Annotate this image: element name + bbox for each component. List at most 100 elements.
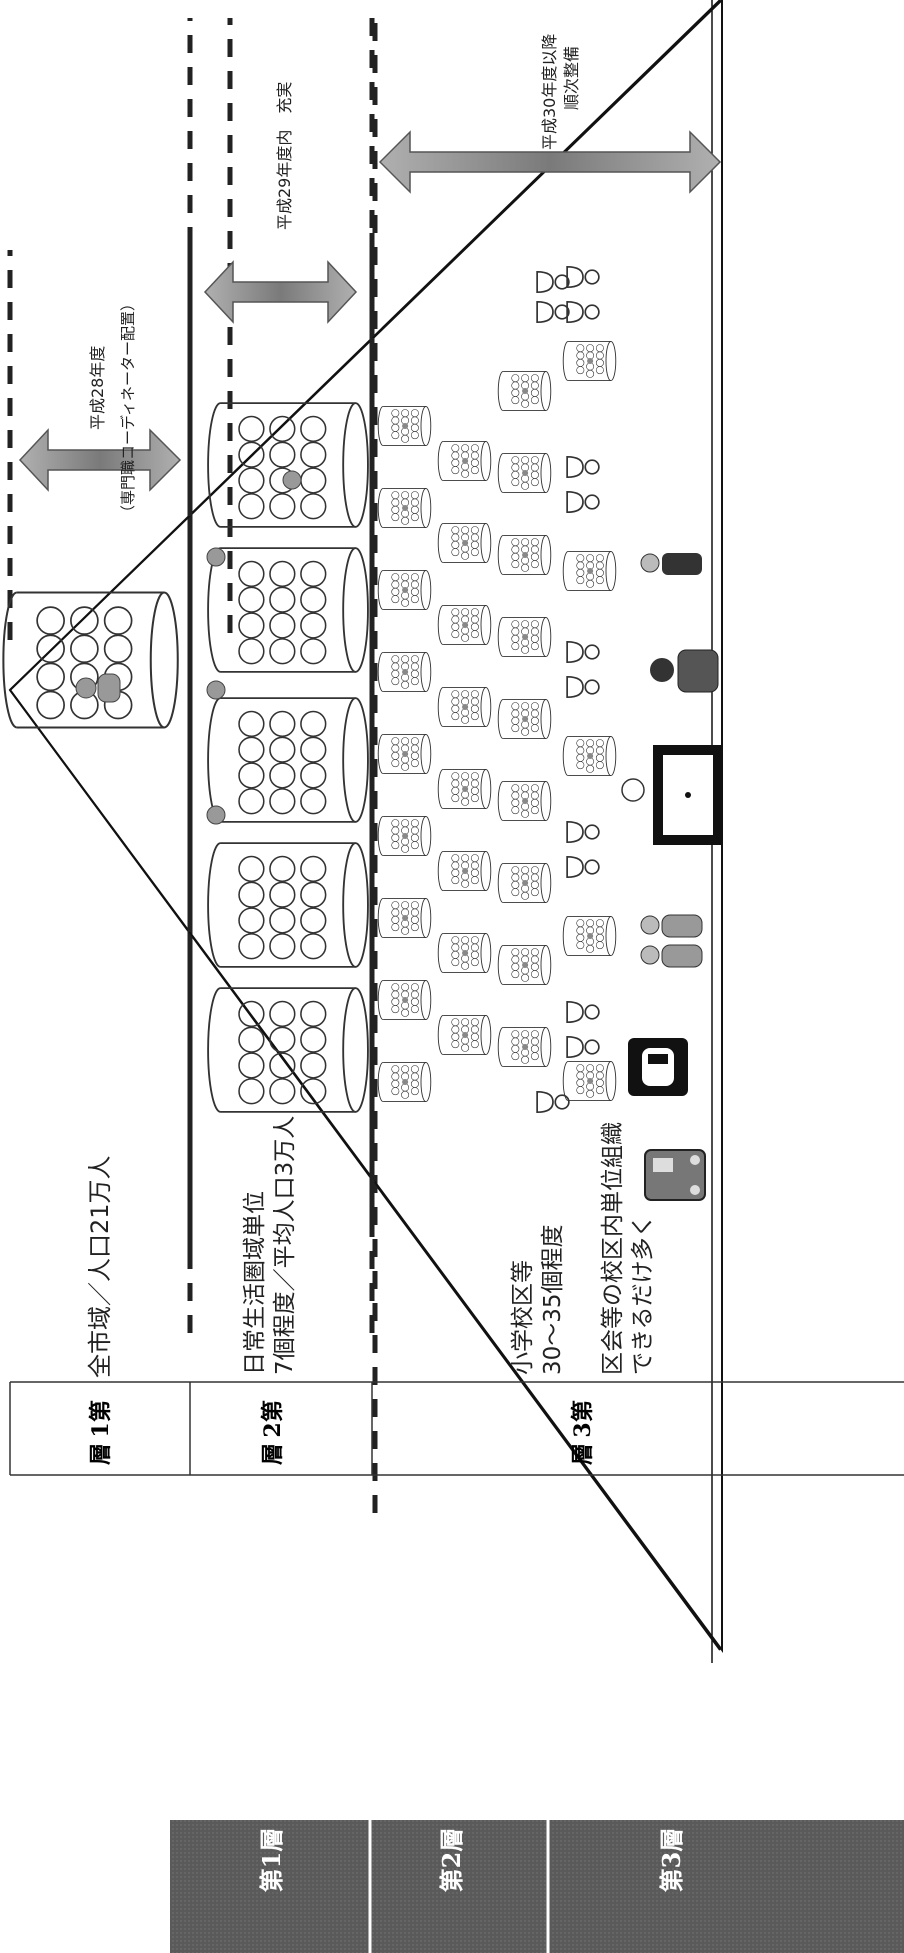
svg-text:30～35個程度: 30～35個程度 xyxy=(540,1224,566,1375)
children-icon xyxy=(641,915,702,967)
tier1-period-note: （専門職コーディネーター配置） xyxy=(119,296,137,520)
tier2-group xyxy=(208,988,368,1112)
tier3-group xyxy=(438,851,491,890)
pyramid xyxy=(10,0,722,1650)
tier3-group xyxy=(498,945,551,984)
svg-text:第: 第 xyxy=(570,1400,596,1422)
tier3-description-4: できるだけ多く xyxy=(630,1214,656,1375)
tier3-group xyxy=(378,488,431,527)
svg-text:平成29年度内 充実: 平成29年度内 充実 xyxy=(275,82,294,230)
tier2-description-1: 日常生活圏域単位 xyxy=(242,1191,268,1375)
pyramid-outline xyxy=(15,688,896,1683)
tier3-group xyxy=(378,898,431,937)
table-label-tier3-kanji: 層 xyxy=(570,1443,596,1465)
table-label-tier2-kanji: 層 xyxy=(260,1443,286,1465)
tier3-group xyxy=(498,535,551,574)
tier2-coordinators xyxy=(207,471,301,824)
person-icon xyxy=(567,492,599,512)
tier3-group xyxy=(378,1062,431,1101)
tier3-group xyxy=(438,769,491,808)
tier3-group xyxy=(563,916,616,955)
tier3-group xyxy=(438,523,491,562)
tier3-group xyxy=(378,570,431,609)
dark-bar-label-tier3: 第3層 xyxy=(657,1828,686,1893)
tier3-group xyxy=(378,652,431,691)
person-icon xyxy=(567,267,599,287)
person-icon xyxy=(567,677,599,697)
tier3-group xyxy=(438,933,491,972)
tier3-people xyxy=(537,267,599,1112)
person-icon xyxy=(537,272,569,292)
tier3-group xyxy=(438,441,491,480)
svg-text:層: 層 xyxy=(88,1443,114,1465)
dark-bar-label-tier2: 第2層 xyxy=(437,1828,466,1893)
pyramid-triangle xyxy=(10,0,720,1650)
person-icon xyxy=(537,302,569,322)
person-icon xyxy=(567,457,599,477)
tier3-period-text-2: 順次整備 xyxy=(562,46,581,110)
svg-text:平成30年度以降: 平成30年度以降 xyxy=(540,34,559,150)
tier2-period-text: 平成29年度内 充実 xyxy=(275,82,294,230)
person-icon xyxy=(567,857,599,877)
svg-text:第: 第 xyxy=(260,1400,286,1422)
person-icon xyxy=(567,822,599,842)
svg-text:3: 3 xyxy=(570,1422,596,1437)
table-label-tier3: 第 xyxy=(570,1400,596,1422)
tier3-group xyxy=(563,551,616,590)
tier3-group xyxy=(498,699,551,738)
police-officer-icon xyxy=(650,650,718,692)
person-icon xyxy=(567,1037,599,1057)
svg-text:日常生活圏域単位: 日常生活圏域単位 xyxy=(242,1191,268,1375)
svg-text:1: 1 xyxy=(88,1422,114,1437)
svg-text:小学校区等: 小学校区等 xyxy=(510,1260,536,1375)
svg-text:第1層: 第1層 xyxy=(257,1828,286,1893)
person-icon xyxy=(537,1092,569,1112)
svg-text:平成28年度: 平成28年度 xyxy=(88,346,107,430)
tier-table xyxy=(0,1380,904,1475)
tier3-group xyxy=(438,687,491,726)
tier2-description-2: 7個程度／平均人口3万人 xyxy=(272,1116,298,1375)
fire-truck-icon xyxy=(645,1150,705,1200)
tier2-groups xyxy=(208,403,368,1112)
tier1-description: 全市域／人口21万人 xyxy=(86,1155,114,1378)
tier3-description-1: 小学校区等 xyxy=(510,1260,536,1375)
svg-text:7個程度／平均人口3万人: 7個程度／平均人口3万人 xyxy=(272,1116,298,1375)
svg-text:2: 2 xyxy=(260,1422,286,1437)
svg-text:第: 第 xyxy=(88,1400,114,1422)
table-label-tier2: 第 xyxy=(260,1400,286,1422)
table-label-tier1: 第 xyxy=(88,1400,114,1422)
svg-text:順次整備: 順次整備 xyxy=(562,46,581,110)
taxi-icon xyxy=(628,1038,688,1096)
tier3-group xyxy=(378,816,431,855)
person-icon xyxy=(567,1002,599,1022)
elderly-person-icon xyxy=(641,553,702,575)
tier3-group xyxy=(563,736,616,775)
tier3-group xyxy=(498,453,551,492)
svg-text:区会等の校区内単位組織: 区会等の校区内単位組織 xyxy=(600,1122,626,1375)
table-label-tier1-kanji: 層 xyxy=(88,1443,114,1465)
tier3-description-2: 30～35個程度 xyxy=(540,1224,566,1375)
tier3-group xyxy=(498,617,551,656)
dark-bar-label-tier1: 第1層 xyxy=(257,1828,286,1893)
period-arrow-tier2 xyxy=(205,262,356,322)
tier2-group xyxy=(208,698,368,822)
tier3-group xyxy=(563,341,616,380)
tier1-period-text: 平成28年度 xyxy=(88,346,107,430)
tier3-icons xyxy=(622,553,723,1200)
table-label-tier3-num: 3 xyxy=(570,1422,596,1437)
svg-text:層: 層 xyxy=(570,1443,596,1465)
clinic-icon xyxy=(622,745,723,845)
svg-text:第3層: 第3層 xyxy=(657,1828,686,1893)
tier3-groups xyxy=(378,341,616,1101)
tier3-period-text-1: 平成30年度以降 xyxy=(540,34,559,150)
tier3-description-3: 区会等の校区内単位組織 xyxy=(600,1122,626,1375)
tier3-group xyxy=(438,1015,491,1054)
tier3-group xyxy=(378,980,431,1019)
tier3-group xyxy=(378,734,431,773)
table-label-tier2-num: 2 xyxy=(260,1422,286,1437)
person-icon xyxy=(567,302,599,322)
tier3-group xyxy=(563,1061,616,1100)
tier3-group xyxy=(378,406,431,445)
svg-text:（専門職コーディネーター配置）: （専門職コーディネーター配置） xyxy=(119,296,137,520)
